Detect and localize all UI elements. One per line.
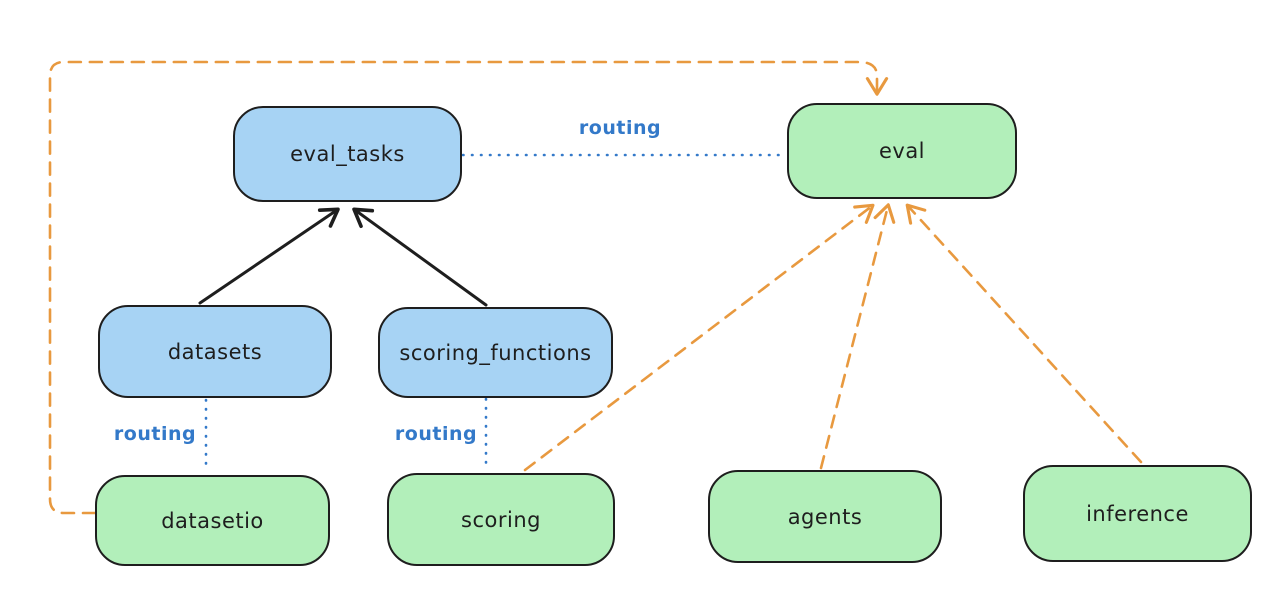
edge-scoring-to-eval [523, 203, 875, 472]
edge-inference-to-eval [905, 203, 1143, 464]
node-scoring: scoring [387, 473, 615, 566]
node-scoring-functions: scoring_functions [378, 307, 613, 398]
node-inference: inference [1023, 465, 1252, 562]
node-eval-tasks: eval_tasks [233, 106, 462, 202]
routing-label-scoring: routing [394, 423, 478, 445]
node-inference-label: inference [1086, 501, 1189, 526]
routing-label-eval: routing [578, 117, 662, 139]
node-datasets: datasets [98, 305, 332, 398]
node-datasetio-label: datasetio [161, 508, 264, 533]
node-datasets-label: datasets [167, 339, 263, 364]
edge-scoring-functions-to-eval-tasks [352, 207, 488, 307]
node-eval: eval [787, 103, 1017, 199]
node-datasetio: datasetio [95, 475, 330, 566]
node-eval-label: eval [878, 139, 926, 163]
edge-datasetio-to-eval [48, 60, 889, 515]
edge-agents-to-eval [819, 203, 896, 470]
node-agents: agents [708, 470, 942, 563]
node-eval-tasks-label: eval_tasks [290, 142, 405, 166]
node-scoring-functions-label: scoring_functions [399, 340, 592, 365]
edge-datasets-to-eval-tasks [198, 207, 340, 305]
routing-label-datasetio: routing [113, 423, 197, 445]
node-agents-label: agents [787, 504, 863, 529]
node-scoring-label: scoring [461, 507, 541, 532]
